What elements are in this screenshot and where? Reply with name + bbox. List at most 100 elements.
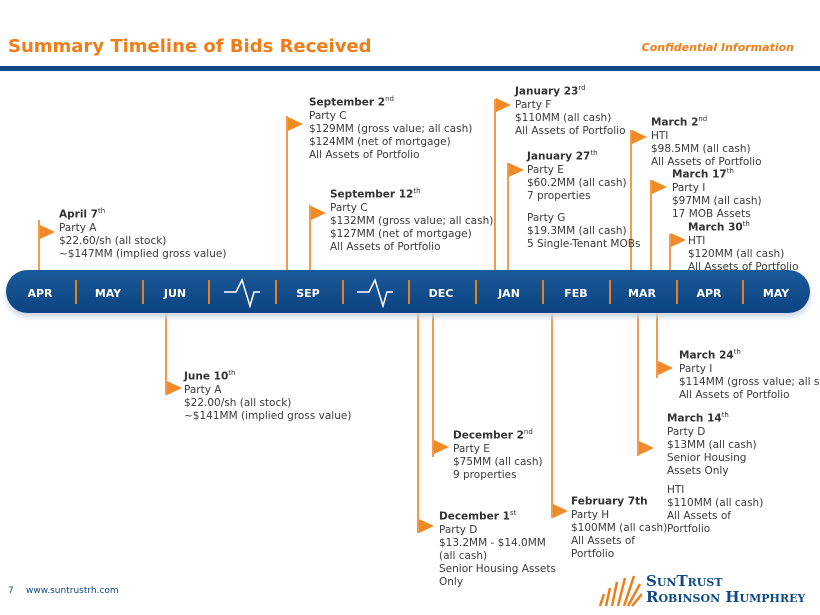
bid-detail: ~$141MM (implied gross value) (184, 409, 352, 422)
timeline-pole (165, 312, 167, 395)
bid-date: September 2nd (309, 95, 394, 109)
bid-detail: $22.00/sh (all stock) (184, 396, 292, 409)
bid-detail: Party A (184, 383, 222, 396)
bid-date: December 1st (439, 509, 517, 523)
bid-date: March 24th (679, 348, 741, 362)
flag-icon (40, 225, 55, 239)
bid-detail: Party I (679, 362, 713, 375)
bid-detail: $110MM (all cash) (515, 111, 612, 124)
page-title: Summary Timeline of Bids Received (8, 36, 372, 57)
bid-detail: ~$147MM (implied gross value) (59, 247, 227, 260)
timeline-pole (507, 163, 509, 270)
timeline-month: JAN (498, 287, 520, 300)
bid-detail: Portfolio (667, 523, 711, 535)
bid-date: March 2nd (651, 115, 708, 129)
bid-detail: All Assets of Portfolio (679, 388, 790, 401)
timeline-month: JUN (163, 287, 187, 300)
bid-detail: Senior Housing (667, 451, 747, 464)
timeline-month: SEP (296, 287, 320, 300)
logo-line2: Robinson Humphrey (646, 588, 806, 606)
bid-detail: Portfolio (571, 547, 615, 560)
bid-detail: Party H (571, 508, 610, 521)
bid-detail: All Assets of (667, 510, 731, 522)
bid-detail: $124MM (net of mortgage) (309, 135, 451, 148)
timeline-pole (669, 234, 671, 270)
bid-detail: $110MM (all cash) (667, 497, 764, 509)
bid-detail: All Assets of Portfolio (688, 260, 799, 273)
bid-date: March 17th (672, 167, 734, 181)
bid-detail: HTI (651, 129, 669, 142)
bid-detail: Party D (667, 425, 706, 438)
bid-detail: $129MM (gross value; all cash) (309, 122, 473, 135)
timeline-month: MAR (628, 287, 656, 300)
bid-detail: HTI (667, 484, 685, 496)
month-separator (408, 280, 410, 304)
month-separator (75, 280, 77, 304)
flag-icon (434, 440, 449, 454)
month-separator (275, 280, 277, 304)
month-separator (742, 280, 744, 304)
month-separator (208, 280, 210, 304)
bid-date: January 27th (527, 149, 598, 163)
month-separator (142, 280, 144, 304)
bid-detail: (all cash) (439, 549, 488, 562)
sunburst-icon (598, 575, 643, 607)
suntrust-logo: SunTrust Robinson Humphrey (598, 572, 818, 608)
flag-icon (553, 504, 568, 518)
bid-detail: 5 Single-Tenant MOBs (527, 238, 641, 250)
bid-detail: Party A (59, 221, 97, 234)
flag-icon (509, 163, 524, 177)
bid-detail: Party D (439, 523, 478, 536)
month-separator (609, 280, 611, 304)
bid-date: April 7th (59, 207, 106, 221)
confidential-label: Confidential Information (641, 41, 794, 54)
timeline-pole (656, 312, 658, 378)
bid-date: March 30th (688, 220, 750, 234)
timeline-pole (650, 180, 652, 270)
bid-detail: $75MM (all cash) (453, 455, 543, 468)
timeline-pole (637, 312, 639, 456)
month-separator (542, 280, 544, 304)
page-number: 7 (8, 586, 14, 596)
bid-detail: $97MM (all cash) (672, 194, 762, 207)
timeline-month: MAY (762, 287, 790, 300)
website-link[interactable]: www.suntrustrh.com (26, 586, 119, 596)
timeline-pole (417, 312, 419, 533)
bid-detail: All Assets of (571, 534, 635, 547)
bid-detail: $98.5MM (all cash) (651, 142, 751, 155)
flag-icon (632, 130, 647, 144)
bid-detail: Party E (527, 163, 564, 176)
time-break-icon (222, 276, 262, 309)
bid-detail: $13.2MM - $14.0MM (439, 536, 546, 549)
timeline-pole (286, 116, 288, 270)
timeline-pole (630, 130, 632, 270)
flag-icon (419, 519, 434, 533)
bid-detail: All Assets of Portfolio (330, 240, 441, 253)
bid-detail: Party C (330, 201, 368, 214)
bid-detail: $13MM (all cash) (667, 438, 757, 451)
bid-detail: Party I (672, 181, 706, 194)
bid-detail: Party E (453, 442, 490, 455)
bid-detail: Party F (515, 98, 552, 111)
logo-line1: SunTrust (646, 572, 723, 590)
bid-date: December 2nd (453, 428, 533, 442)
timeline-pole (494, 99, 496, 270)
bid-detail: Senior Housing Assets (439, 562, 556, 575)
bid-detail: Party G (527, 212, 566, 224)
flag-icon (658, 361, 673, 375)
flag-icon (311, 206, 326, 220)
bid-detail: Party C (309, 109, 347, 122)
bid-detail: All Assets of Portfolio (515, 124, 626, 137)
month-separator (475, 280, 477, 304)
bid-detail: $60.2MM (all cash) (527, 176, 627, 189)
